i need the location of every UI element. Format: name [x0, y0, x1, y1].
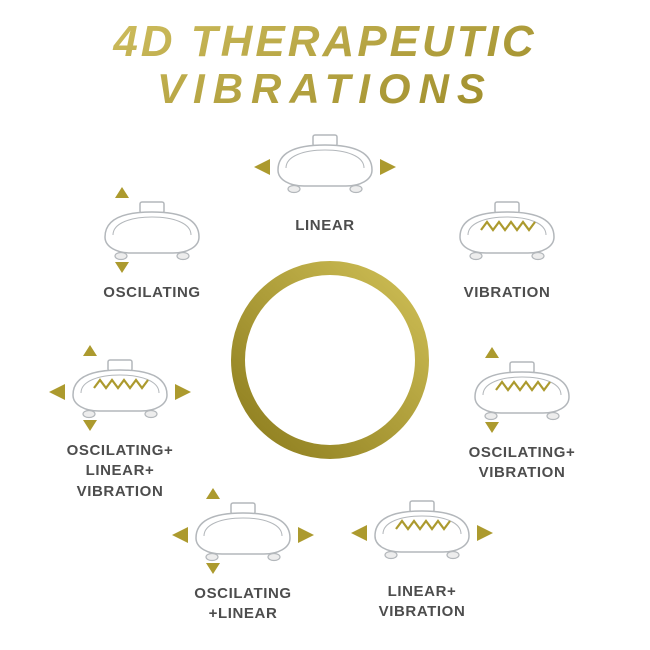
vibration-plate-icon [250, 118, 400, 208]
vibration-plate-icon [347, 484, 497, 574]
center-ring-icon [231, 261, 429, 459]
vibration-plate-icon [168, 486, 318, 576]
mode-oscilating-linear-vibration: OSCILATING+LINEAR+VIBRATION [35, 343, 205, 502]
mode-oscilating-linear: OSCILATING+LINEAR [158, 486, 328, 625]
vibration-plate-icon [447, 345, 597, 435]
mode-label: LINEAR+VIBRATION [378, 583, 466, 621]
mode-label: OSCILATING+VIBRATION [468, 444, 576, 482]
mode-label: OSCILATING+LINEAR [194, 585, 292, 623]
mode-linear: LINEAR [240, 118, 410, 236]
mode-linear-vibration: LINEAR+VIBRATION [337, 484, 507, 623]
vibration-plate-icon [45, 343, 195, 433]
title-line-1: 4D THERAPEUTIC [113, 17, 537, 66]
mode-label: OSCILATING [103, 284, 201, 301]
vibration-plate-icon [432, 185, 582, 275]
mode-label: LINEAR [295, 217, 355, 234]
mode-oscilating: OSCILATING [67, 185, 237, 303]
mode-vibration: VIBRATION [422, 185, 592, 303]
mode-oscilating-vibration: OSCILATING+VIBRATION [437, 345, 607, 484]
vibration-plate-icon [77, 185, 227, 275]
mode-label: OSCILATING+LINEAR+VIBRATION [66, 442, 174, 500]
page-title: 4D THERAPEUTIC VIBRATIONS [0, 18, 650, 113]
title-line-2: VIBRATIONS [157, 65, 493, 113]
mode-label: VIBRATION [463, 284, 551, 301]
